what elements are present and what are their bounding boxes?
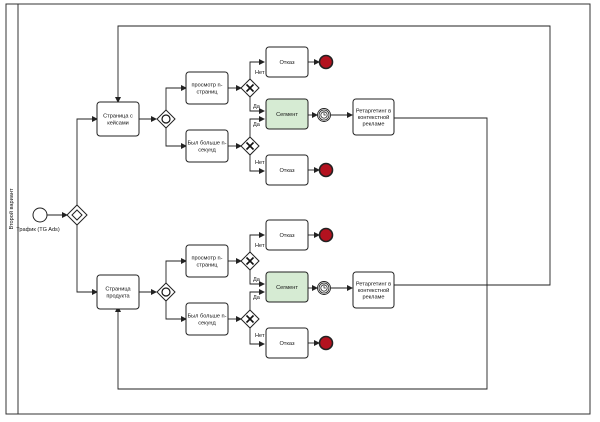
branch-1-segment-task-label: Сегмент [276,112,298,118]
branch-2-view-gateway[interactable] [240,251,260,271]
branch-1-refuse-top-task-label: Отказ [279,60,295,66]
branch-1-view-gateway-x-icon [245,83,255,93]
branch-1-end-bottom-outer[interactable] [318,162,334,178]
branch-2-segment-task-label: Сегмент [276,285,298,291]
branch-2-refuse-bottom-task-label: Отказ [279,341,295,347]
branch-2-no-label-bottom: Нет [255,333,265,339]
branch-1-view-pages-task[interactable]: просмотр n-страниц [185,71,229,105]
start-event-label: Трафик (ТG Ads) [16,227,60,233]
branch-2-view-pages-task[interactable]: просмотр n-страниц [185,244,229,278]
branch-2-time-task-label: секунд [198,320,216,326]
branch-2-refuse-top-task[interactable]: Отказ [265,219,309,251]
branch-1-no-label-top: Нет [255,70,265,76]
branch-1-retarget-task-label: контекстной [358,114,390,121]
branch-2-retarget-task-label: рекламе [362,295,384,301]
branch-1-page-task-label: Страница с [103,114,133,120]
branch-1-refuse-bottom-task-label: Отказ [279,168,295,174]
branch-2-view-gateway-x-icon [245,256,255,266]
branch-1-refuse-bottom-task[interactable]: Отказ [265,154,309,186]
branch-1-page-task-label: кейсами [107,119,129,126]
branch-2-segment-task-box[interactable] [265,271,309,303]
branch-2-page-task-label: продукта [106,293,130,299]
branch-2-timer-event[interactable] [317,281,331,295]
branch-2-no-label-top: Нет [255,243,265,249]
branch-2-page-task-label: Страница [105,287,131,293]
branch-1-time-task-label: Был больше n- [187,141,226,147]
branch-1-refuse-top-task[interactable]: Отказ [265,46,309,78]
branch-1-time-gateway[interactable] [240,136,260,156]
branch-1-no-label-bottom: Нет [255,160,265,166]
branch-2-end-bottom[interactable] [318,335,334,351]
branch-2-time-gateway-x-icon [245,314,255,324]
branch-1-time-task[interactable]: Был больше n-секунд [185,129,229,163]
branch-1-view-gateway[interactable] [240,78,260,98]
branch-2-retarget-task-label: контекстной [358,287,390,294]
branch-2-time-gateway[interactable] [240,309,260,329]
branch-2-yes-label-bottom: Да [253,295,261,301]
branch-2-inclusive-gateway[interactable] [156,282,176,302]
branch-1-time-gateway-x-icon [245,141,255,151]
branch-1-end-top-outer[interactable] [318,54,334,70]
branch-2-segment-task[interactable]: Сегмент [265,271,309,303]
branch-1-timer-event[interactable] [317,108,331,122]
branch-2-view-pages-task-label: страниц [197,262,219,268]
branch-1-view-pages-task-label: просмотр n- [191,83,222,89]
branch-2-refuse-bottom-task[interactable]: Отказ [265,327,309,359]
branch-1-segment-task-box[interactable] [265,98,309,130]
branch-1-end-bottom[interactable] [318,162,334,178]
branch-1-yes-label-top: Да [253,104,261,110]
start-parallel-gateway[interactable] [66,204,88,226]
branch-2-retarget-task-label: Ретаргетинг в [356,281,391,287]
start-event[interactable] [32,207,48,223]
branch-1-retarget-task-label: Ретаргетинг в [356,108,391,114]
branch-2-end-bottom-outer[interactable] [318,335,334,351]
branch-2-time-task[interactable]: Был больше n-секунд [185,302,229,336]
branch-1-view-pages-task-label: страниц [197,89,219,95]
lane-label: Второй вариант [8,188,15,230]
branch-2-inclusive-gateway-circle-icon [161,287,171,297]
branch-1-yes-label-bottom: Да [253,122,261,128]
branch-2-view-pages-task-label: просмотр n- [191,256,222,262]
branch-1-segment-task[interactable]: Сегмент [265,98,309,130]
branch-1-retarget-task-label: рекламе [362,122,384,128]
branch-2-end-top[interactable] [318,227,334,243]
branch-2-retarget-task-box[interactable] [352,271,395,309]
branch-2-end-top-outer[interactable] [318,227,334,243]
branch-1-retarget-task-box[interactable] [352,98,395,136]
branch-1-time-task-label: секунд [198,147,216,153]
branch-1-inclusive-gateway[interactable] [156,109,176,129]
branch-2-yes-label-top: Да [253,277,261,283]
branch-1-inclusive-gateway-circle-icon [161,114,171,124]
branch-1-end-top[interactable] [318,54,334,70]
branch-2-refuse-top-task-label: Отказ [279,233,295,239]
pool-border [5,3,591,415]
branch-2-time-task-label: Был больше n- [187,314,226,320]
